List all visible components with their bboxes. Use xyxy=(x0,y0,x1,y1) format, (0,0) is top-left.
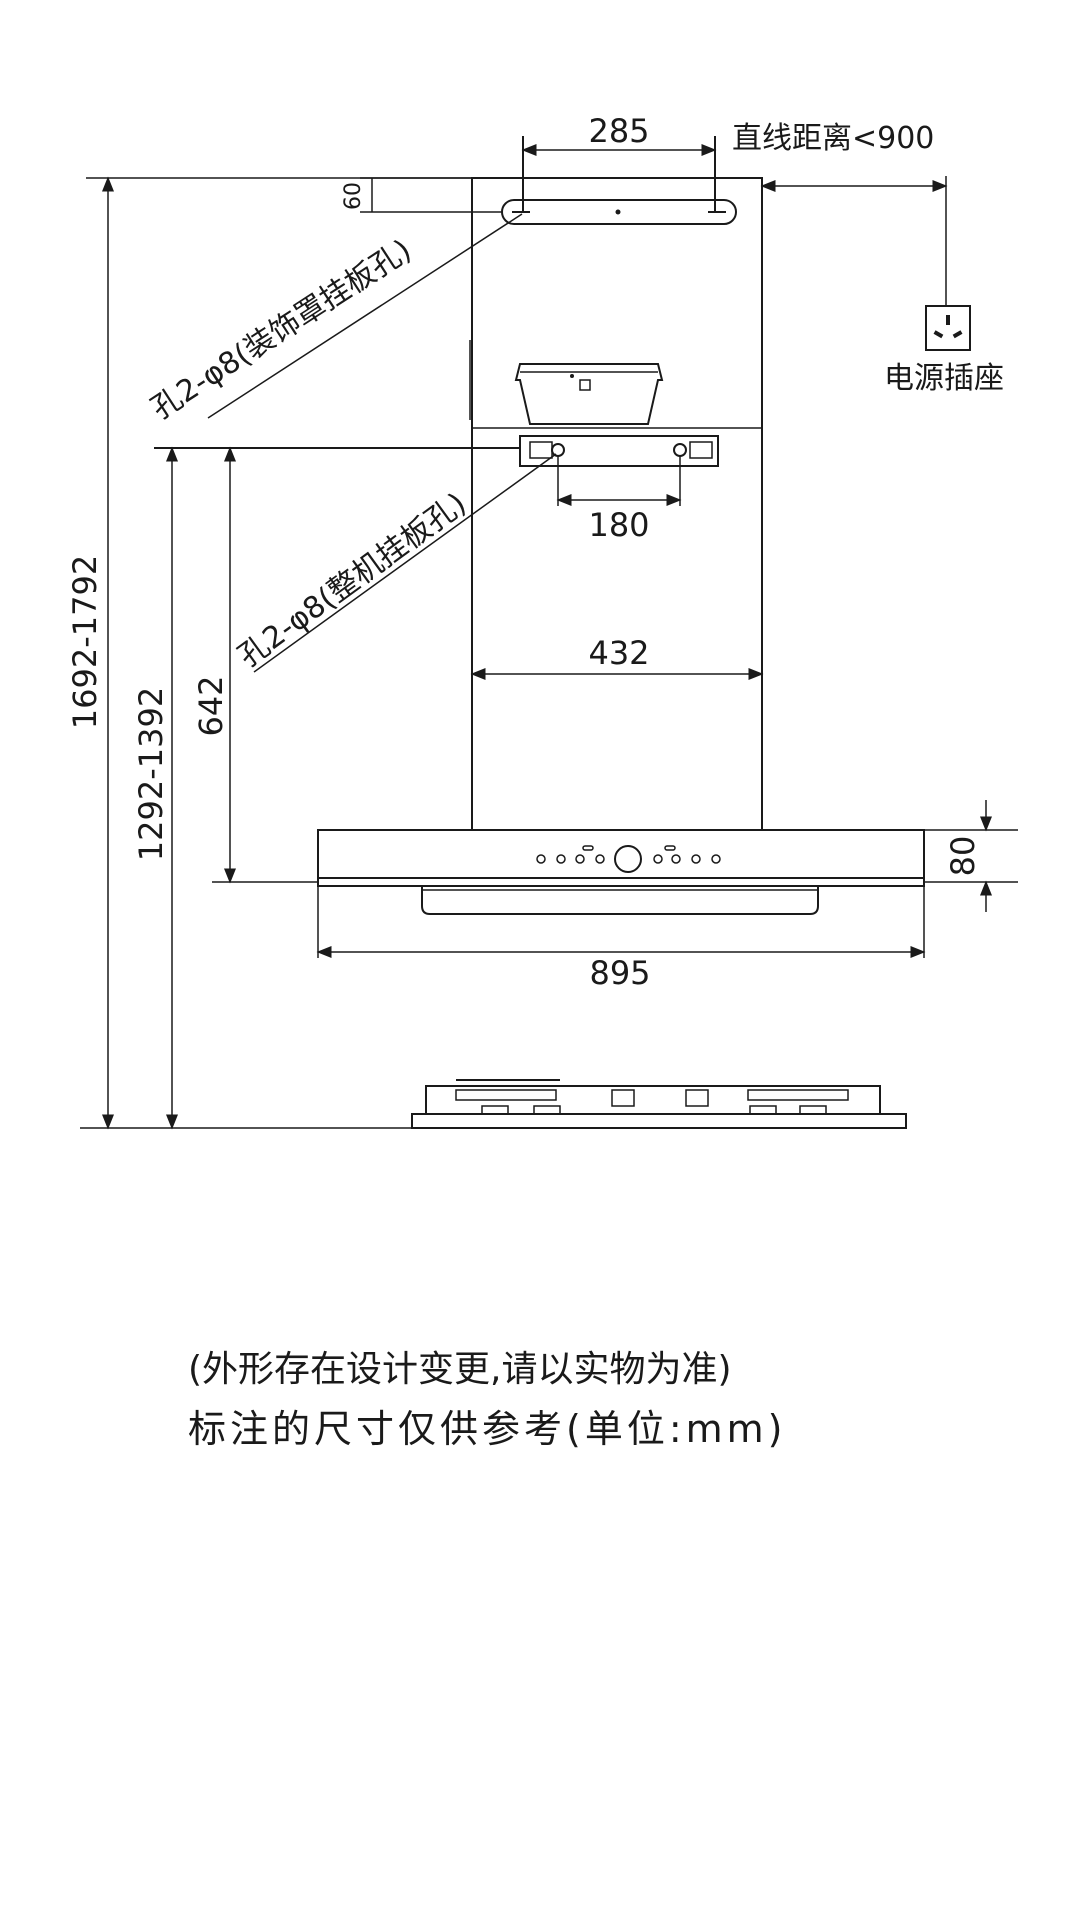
exhaust-connector xyxy=(514,363,664,425)
dim-1292-1392: 1292-1392 xyxy=(132,446,178,1130)
dim-432-label: 432 xyxy=(588,634,649,672)
dim-642-label: 642 xyxy=(192,675,230,736)
cover-holes-label: 孔2-φ8(装饰罩挂板孔) xyxy=(145,233,418,427)
dim-895: 895 xyxy=(316,886,926,992)
socket-label: 电源插座 xyxy=(884,361,1004,396)
dim-socket-distance: 直线距离<900 xyxy=(732,121,948,306)
dim-1692-1792: 1692-1792 xyxy=(66,176,114,1130)
note-dimensions-reference: 标注的尺寸仅供参考(单位:mm) xyxy=(188,1407,787,1451)
leader-cover-holes: 孔2-φ8(装饰罩挂板孔) xyxy=(145,213,523,427)
dim-285: 285 xyxy=(521,112,717,212)
unit-holes-label: 孔2-φ8(整机挂板孔) xyxy=(232,486,473,674)
dim-60: 60 xyxy=(341,177,502,213)
dim-80: 80 xyxy=(924,800,1018,912)
unit-mounting-plate xyxy=(519,435,719,467)
dim-895-label: 895 xyxy=(589,954,650,992)
dim-1692-1792-label: 1692-1792 xyxy=(66,555,104,729)
dim-180-label: 180 xyxy=(588,506,649,544)
dim-180: 180 xyxy=(556,456,682,544)
dim-80-label: 80 xyxy=(944,836,982,877)
note-design-change: (外形存在设计变更,请以实物为准) xyxy=(188,1349,732,1390)
control-panel xyxy=(536,845,721,873)
dim-285-label: 285 xyxy=(588,112,649,150)
max-distance-label: 直线距离<900 xyxy=(732,121,934,156)
dim-432: 432 xyxy=(470,634,764,680)
dim-1292-1392-label: 1292-1392 xyxy=(132,687,170,861)
leader-unit-holes: 孔2-φ8(整机挂板孔) xyxy=(232,453,557,674)
gas-cooktop xyxy=(411,1079,907,1129)
chimney-cover xyxy=(469,177,763,831)
dim-642: 642 xyxy=(192,446,236,884)
dim-60-label: 60 xyxy=(341,182,366,210)
cover-bracket xyxy=(501,199,737,225)
hood-body xyxy=(317,829,925,915)
power-socket-icon xyxy=(925,305,971,351)
